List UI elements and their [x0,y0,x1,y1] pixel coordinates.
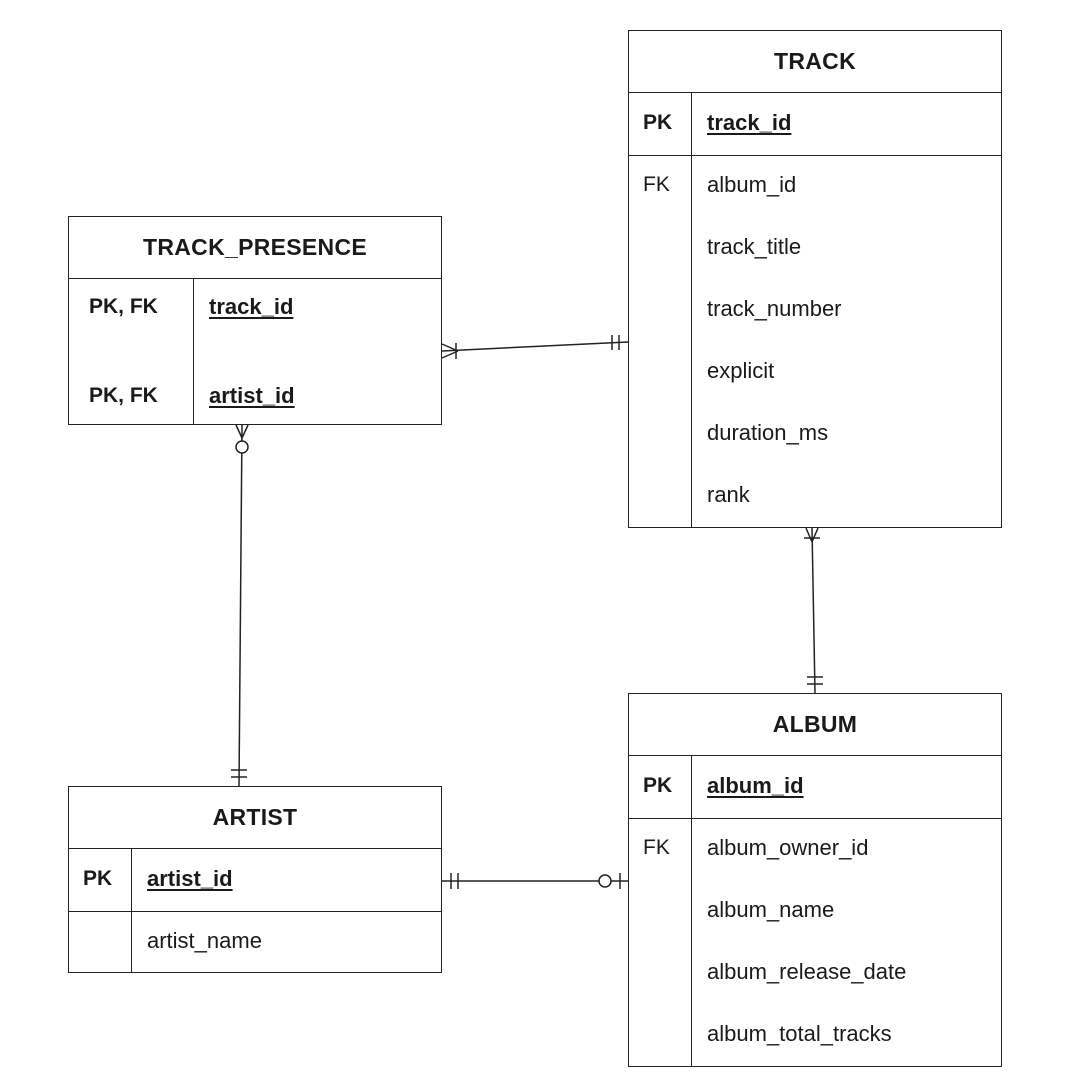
entity-title-album: ALBUM [629,694,1001,756]
attr-album-release-date: album_release_date [707,959,907,984]
pk-label: PK [643,111,673,134]
fk-label: FK [643,173,670,196]
entity-title-artist: ARTIST [69,787,441,849]
pk-fk-label: PK, FK [89,295,158,318]
attr-track-number: track_number [707,296,842,321]
attr-rank: rank [707,482,750,507]
attr-album-name: album_name [707,897,835,922]
entity-artist[interactable]: ARTIST PK artist_id artist_name [68,786,442,973]
entity-track-presence[interactable]: TRACK_PRESENCE PK, FK track_id PK, FK ar… [68,216,442,425]
relationship-artist-album[interactable] [442,873,628,889]
pk-divider [629,818,1001,819]
attr-album-id: album_id [707,172,797,197]
entity-track[interactable]: TRACK PK track_id FK album_id track_titl… [628,30,1002,528]
attr-album-id: album_id [707,773,804,798]
attr-album-total-tracks: album_total_tracks [707,1021,892,1046]
attr-artist-id: artist_id [209,383,295,408]
attr-artist-id: artist_id [147,866,233,891]
key-column-divider [691,756,692,1066]
key-column-divider [193,279,194,424]
attr-album-owner-id: album_owner_id [707,835,869,860]
pk-label: PK [643,774,673,797]
entity-title-track: TRACK [629,31,1001,93]
pk-label: PK [83,867,113,890]
relationship-track-presence-track[interactable] [441,335,629,359]
key-column-divider [131,849,132,972]
attr-track-id: track_id [707,110,792,135]
attr-explicit: explicit [707,358,775,383]
fk-label: FK [643,836,670,859]
attr-track-title: track_title [707,234,802,259]
relationship-track-album[interactable] [804,527,823,694]
entity-album[interactable]: ALBUM PK album_id FK album_owner_id albu… [628,693,1002,1067]
relationship-track-presence-artist[interactable] [231,424,249,787]
pk-fk-label: PK, FK [89,384,158,407]
entity-title-track-presence: TRACK_PRESENCE [69,217,441,279]
pk-divider [629,155,1001,156]
attr-artist-name: artist_name [147,928,262,953]
attr-duration-ms: duration_ms [707,420,829,445]
pk-divider [69,911,441,912]
key-column-divider [691,93,692,527]
attr-track-id: track_id [209,294,294,319]
